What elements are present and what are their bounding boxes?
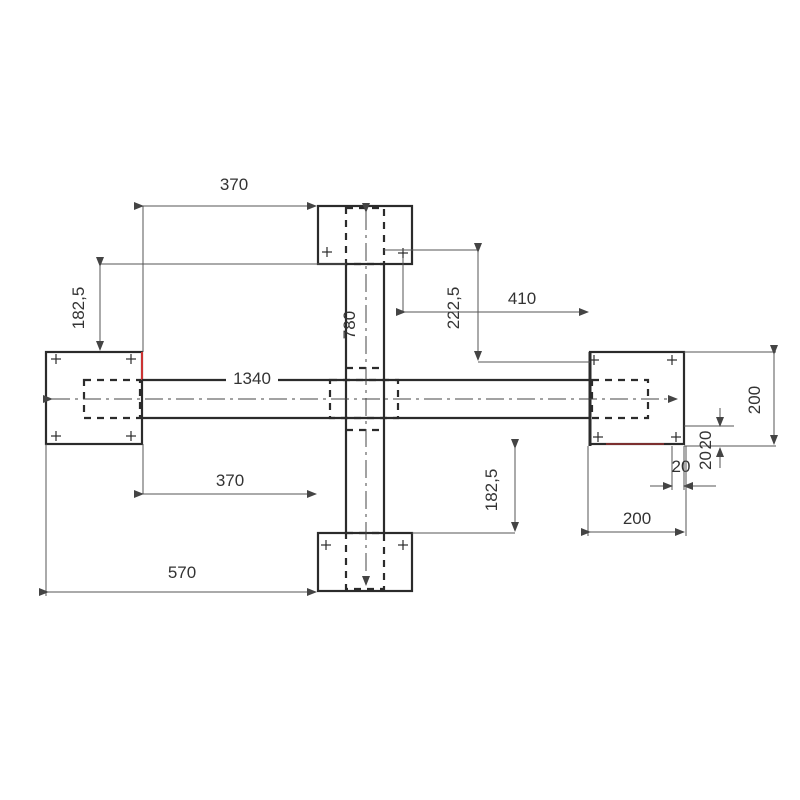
dim-top-offset: 370 bbox=[134, 175, 317, 352]
dim-label: 182,5 bbox=[482, 469, 501, 512]
dim-label: 370 bbox=[220, 175, 248, 194]
plate-top bbox=[316, 204, 414, 266]
bolt-cross bbox=[593, 432, 603, 442]
dim-label: 20 bbox=[696, 431, 715, 450]
bolt-cross bbox=[671, 432, 681, 442]
dim-label: 182,5 bbox=[69, 287, 88, 330]
bolt-cross bbox=[126, 431, 136, 441]
plate-left bbox=[44, 350, 144, 446]
dim-overall-left: 570 bbox=[39, 444, 317, 596]
dim-label: 222,5 bbox=[444, 287, 463, 330]
dim-left-height: 182,5 bbox=[69, 257, 346, 351]
dim-label: 200 bbox=[623, 509, 651, 528]
dim-label: 570 bbox=[168, 563, 196, 582]
bolt-cross bbox=[126, 354, 136, 364]
dim-right-plate-width: 200 bbox=[581, 446, 687, 536]
dim-vertical-length: 780 bbox=[340, 311, 359, 339]
dim-edge-offset-y: 20 20 bbox=[684, 408, 734, 470]
dim-label: 200 bbox=[745, 386, 764, 414]
plate-bottom bbox=[316, 531, 414, 593]
bolt-cross bbox=[667, 355, 677, 365]
dim-bottom-height: 182,5 bbox=[412, 439, 519, 534]
dim-label: 410 bbox=[508, 289, 536, 308]
bolt-cross bbox=[398, 540, 408, 550]
dim-label: 370 bbox=[216, 471, 244, 490]
dim-right-plate-height: 200 bbox=[684, 345, 778, 447]
dim-right-offset: 410 bbox=[396, 258, 589, 316]
bolt-cross bbox=[51, 431, 61, 441]
bolt-cross bbox=[51, 354, 61, 364]
bolt-cross bbox=[589, 355, 599, 365]
dim-label: 20 bbox=[696, 451, 715, 470]
dim-label: 20 bbox=[672, 457, 691, 476]
bolt-cross bbox=[321, 540, 331, 550]
dim-right-height-upper: 222,5 bbox=[384, 243, 590, 363]
dim-horizontal-length: 1340 bbox=[226, 368, 278, 388]
dim-bottom-offset: 370 bbox=[134, 444, 317, 498]
bolt-cross bbox=[322, 247, 332, 257]
dim-label: 780 bbox=[340, 311, 359, 339]
dim-label: 1340 bbox=[233, 369, 271, 388]
